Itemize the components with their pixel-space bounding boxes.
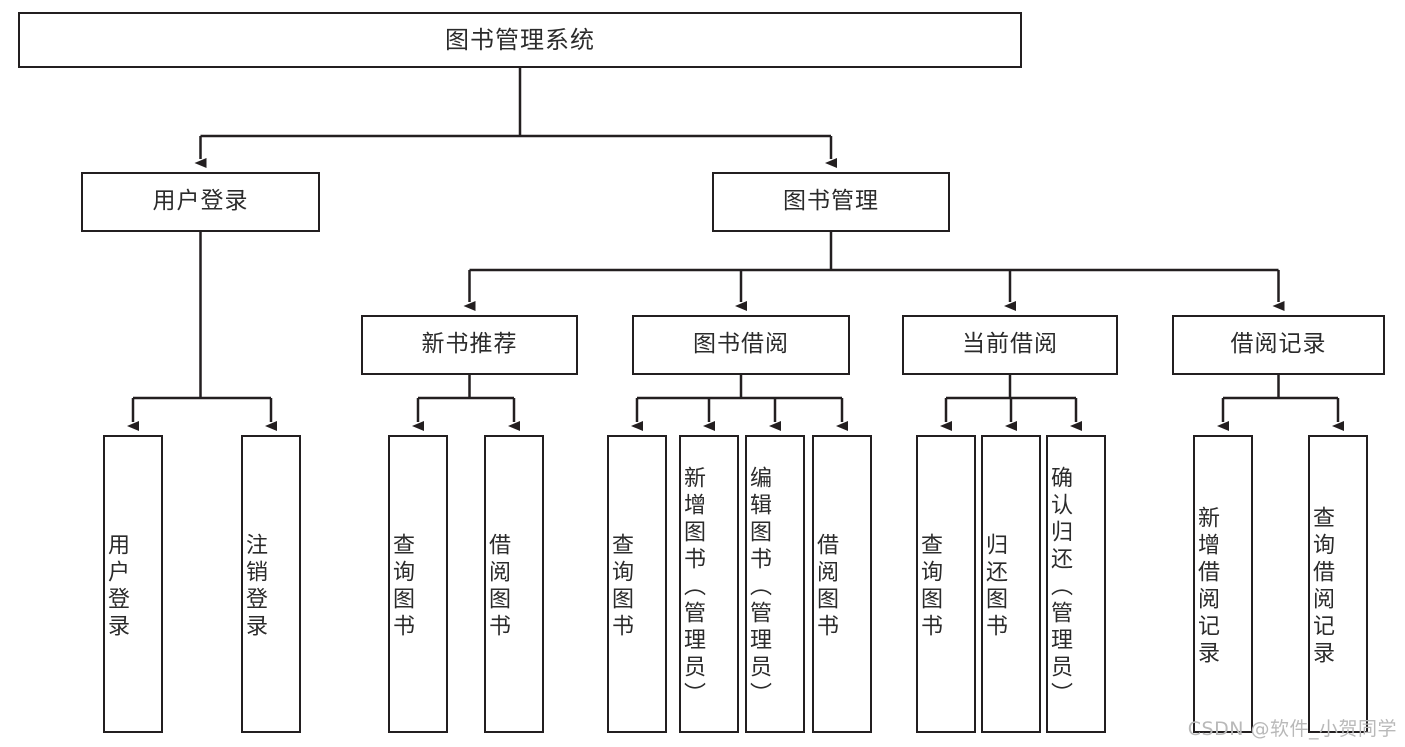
node-leaf-query-record[interactable]: 查询借阅记录: [1308, 435, 1368, 733]
node-root[interactable]: 图书管理系统: [18, 12, 1022, 68]
node-leaf-query-book-3-label: 查询图书: [917, 533, 942, 641]
node-leaf-borrow-book-2-label: 借阅图书: [813, 533, 838, 641]
node-leaf-add-book-label: 新增图书（管理员）: [680, 465, 705, 709]
node-leaf-user-logout[interactable]: 注销登录: [241, 435, 301, 733]
node-leaf-confirm-return-label: 确认归还（管理员）: [1047, 465, 1072, 709]
node-leaf-user-login-label: 用户登录: [104, 533, 129, 641]
node-current-borrow[interactable]: 当前借阅: [902, 315, 1118, 375]
node-root-label: 图书管理系统: [445, 25, 595, 54]
node-leaf-query-book-2-label: 查询图书: [608, 533, 633, 641]
node-borrow-record[interactable]: 借阅记录: [1172, 315, 1385, 375]
node-book-borrow-label: 图书借阅: [693, 331, 789, 358]
node-leaf-borrow-book-1-label: 借阅图书: [485, 533, 510, 641]
node-book-manage[interactable]: 图书管理: [712, 172, 950, 232]
node-leaf-confirm-return[interactable]: 确认归还（管理员）: [1046, 435, 1106, 733]
node-leaf-add-record[interactable]: 新增借阅记录: [1193, 435, 1253, 733]
node-leaf-borrow-book-2[interactable]: 借阅图书: [812, 435, 872, 733]
node-leaf-query-book-1-label: 查询图书: [389, 533, 414, 641]
node-leaf-query-record-label: 查询借阅记录: [1309, 506, 1334, 668]
node-book-manage-label: 图书管理: [783, 188, 879, 215]
node-current-borrow-label: 当前借阅: [962, 331, 1058, 358]
node-new-book-recommend-label: 新书推荐: [421, 331, 518, 358]
node-leaf-user-login[interactable]: 用户登录: [103, 435, 163, 733]
node-new-book-recommend[interactable]: 新书推荐: [361, 315, 578, 375]
node-user-login[interactable]: 用户登录: [81, 172, 320, 232]
node-leaf-edit-book[interactable]: 编辑图书（管理员）: [745, 435, 805, 733]
node-borrow-record-label: 借阅记录: [1230, 331, 1327, 358]
node-user-login-label: 用户登录: [152, 188, 249, 215]
node-leaf-add-book[interactable]: 新增图书（管理员）: [679, 435, 739, 733]
node-leaf-borrow-book-1[interactable]: 借阅图书: [484, 435, 544, 733]
node-leaf-query-book-3[interactable]: 查询图书: [916, 435, 976, 733]
node-leaf-edit-book-label: 编辑图书（管理员）: [746, 465, 771, 709]
node-leaf-query-book-2[interactable]: 查询图书: [607, 435, 667, 733]
node-leaf-return-book[interactable]: 归还图书: [981, 435, 1041, 733]
node-leaf-query-book-1[interactable]: 查询图书: [388, 435, 448, 733]
node-leaf-return-book-label: 归还图书: [982, 533, 1007, 641]
node-book-borrow[interactable]: 图书借阅: [632, 315, 850, 375]
node-leaf-add-record-label: 新增借阅记录: [1194, 506, 1219, 668]
node-leaf-user-logout-label: 注销登录: [242, 533, 267, 641]
watermark: CSDN @软件_小贺同学: [1187, 718, 1397, 740]
